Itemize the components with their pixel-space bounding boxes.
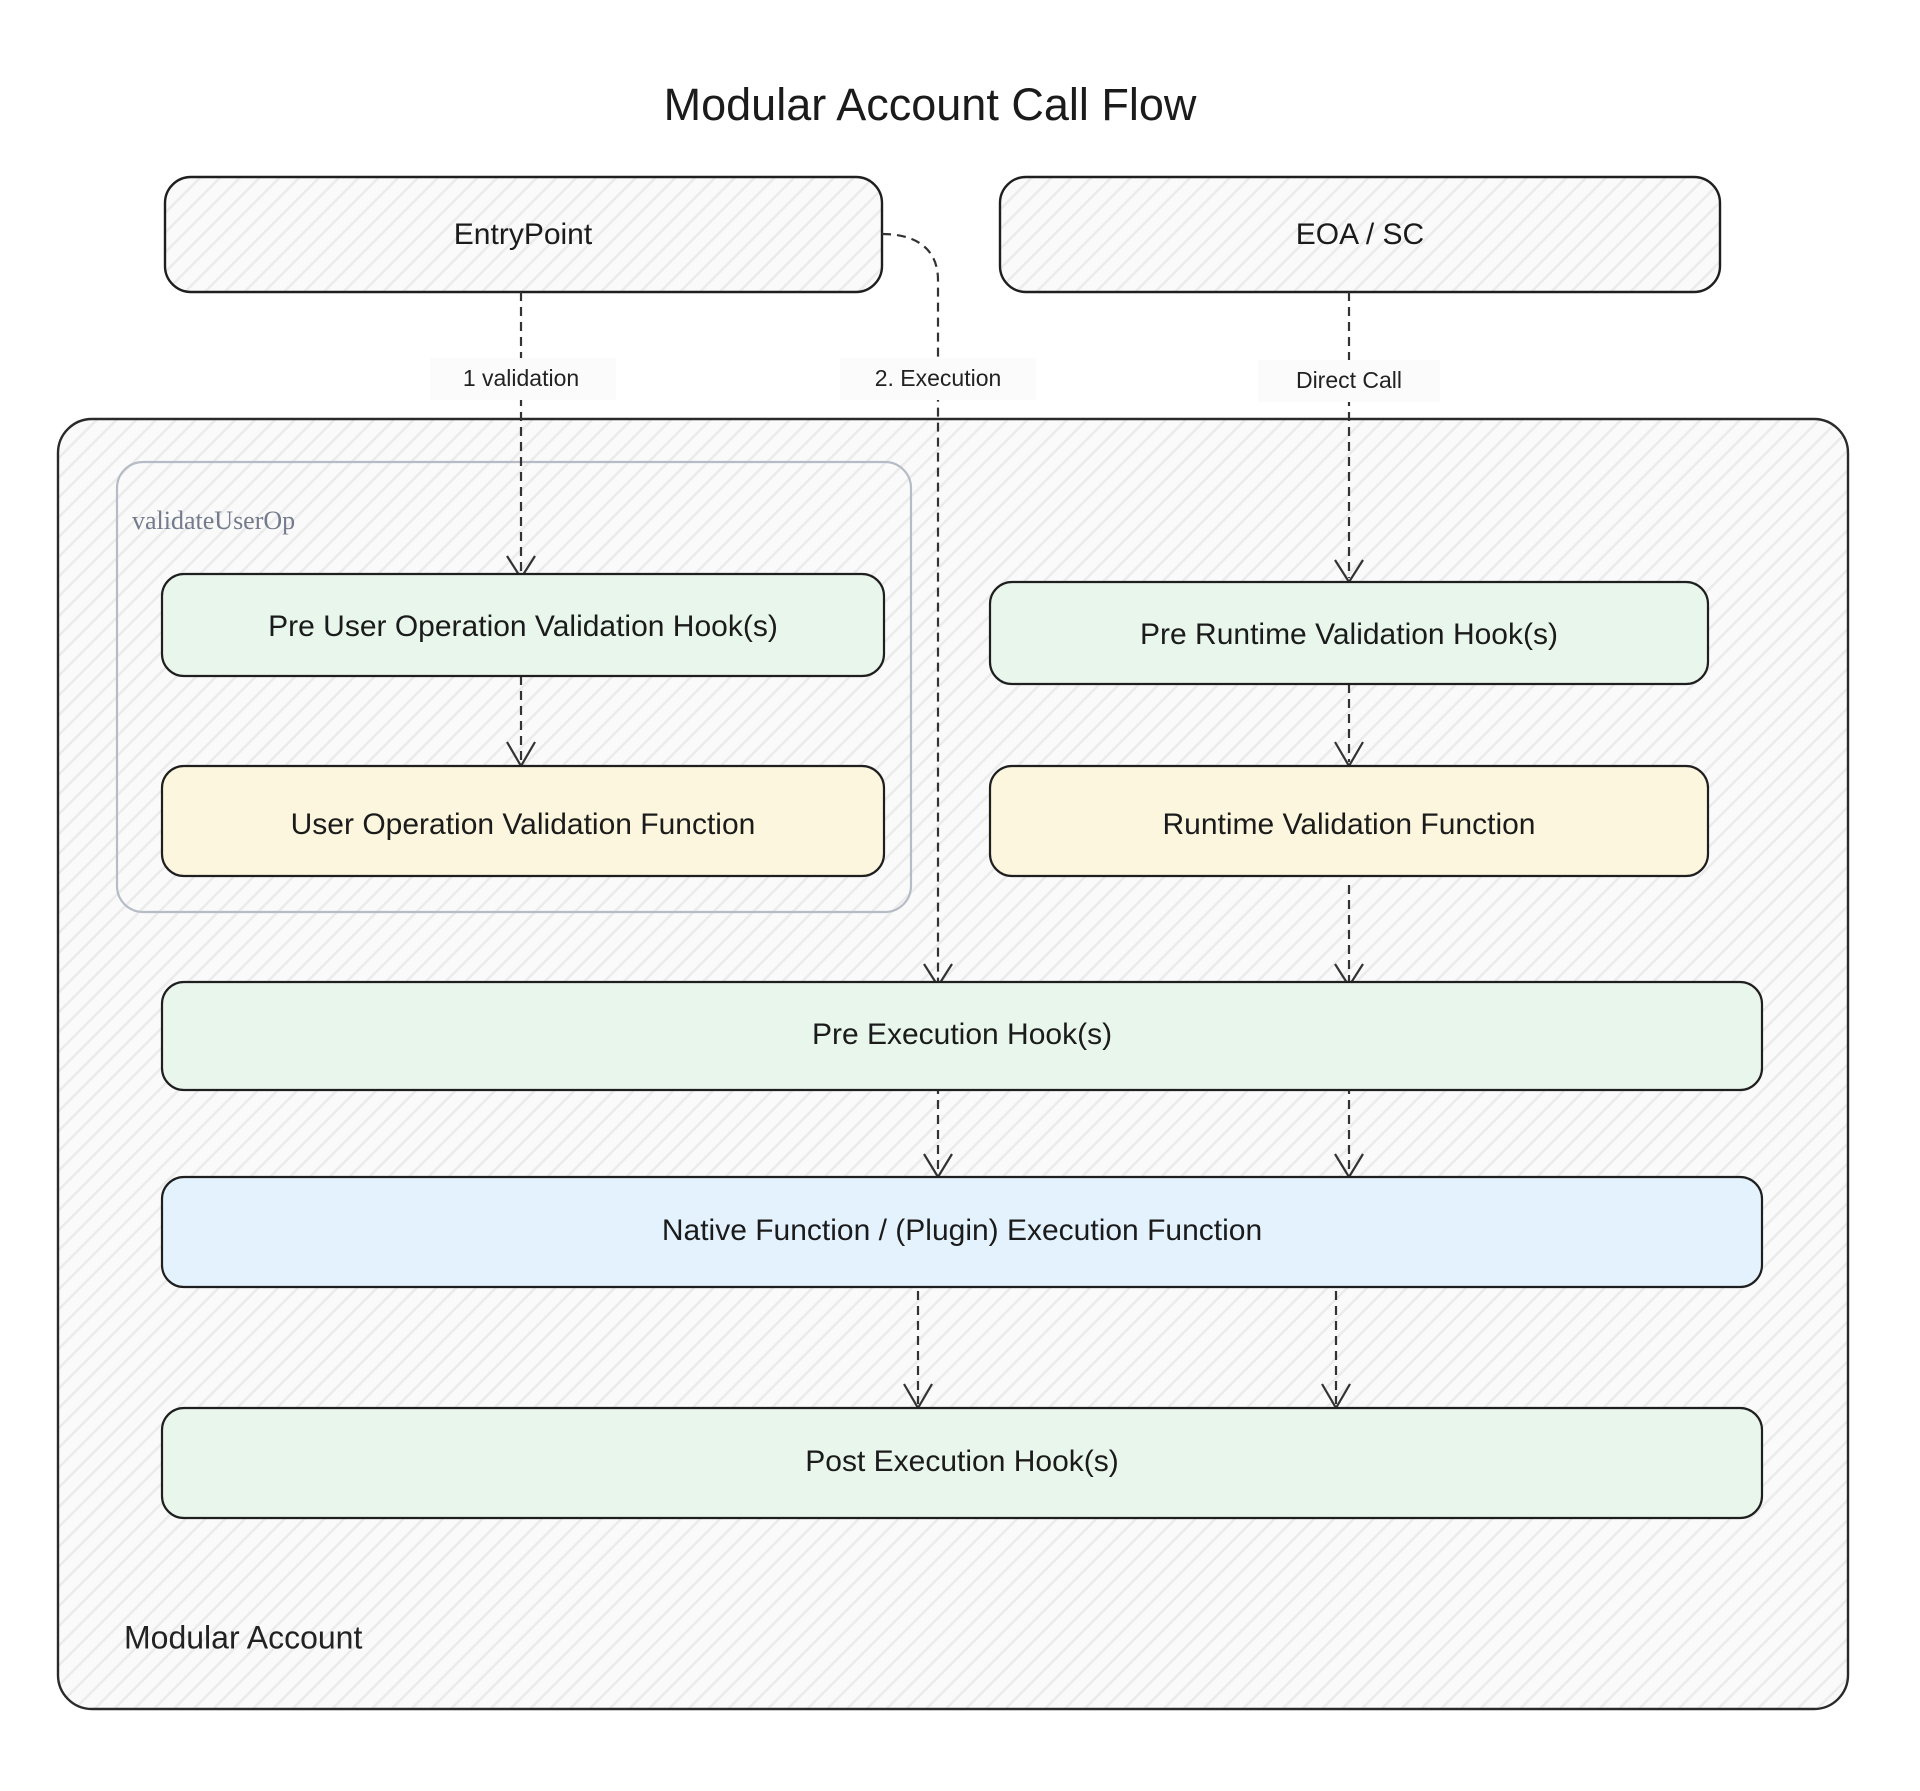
node-user-op-validation-function-label: User Operation Validation Function: [291, 808, 756, 841]
node-pre-runtime-validation-hook[interactable]: Pre Runtime Validation Hook(s): [988, 580, 1710, 686]
diagram-title: Modular Account Call Flow: [664, 79, 1197, 130]
cluster-validate-user-op-label: validateUserOp: [132, 506, 295, 535]
node-runtime-validation-function-label: Runtime Validation Function: [1163, 808, 1536, 841]
edge-validation-label: 1 validation: [463, 365, 579, 391]
node-native-function-label: Native Function / (Plugin) Execution Fun…: [662, 1214, 1262, 1247]
node-native-function[interactable]: Native Function / (Plugin) Execution Fun…: [160, 1175, 1764, 1289]
edge-direct-call-label: Direct Call: [1296, 367, 1402, 393]
node-eoa-sc[interactable]: EOA / SC: [998, 175, 1722, 294]
node-pre-execution-hook-label: Pre Execution Hook(s): [812, 1018, 1112, 1051]
cluster-modular-account-label: Modular Account: [124, 1619, 362, 1655]
node-pre-runtime-validation-hook-label: Pre Runtime Validation Hook(s): [1140, 618, 1558, 651]
edge-direct-call-label-group: Direct Call: [1258, 360, 1440, 402]
node-post-execution-hook[interactable]: Post Execution Hook(s): [160, 1406, 1764, 1520]
node-user-op-validation-function[interactable]: User Operation Validation Function: [160, 764, 886, 878]
node-pre-user-op-validation-hook[interactable]: Pre User Operation Validation Hook(s): [160, 572, 886, 678]
node-post-execution-hook-label: Post Execution Hook(s): [805, 1445, 1118, 1478]
edge-validation-label-group: 1 validation: [430, 358, 616, 400]
node-eoa-sc-label: EOA / SC: [1296, 218, 1424, 251]
edge-execution-label-group: 2. Execution: [840, 358, 1036, 400]
node-entrypoint-label: EntryPoint: [454, 218, 593, 251]
edge-execution-label: 2. Execution: [875, 365, 1002, 391]
node-runtime-validation-function[interactable]: Runtime Validation Function: [988, 764, 1710, 878]
node-pre-user-op-validation-hook-label: Pre User Operation Validation Hook(s): [268, 610, 778, 643]
node-entrypoint[interactable]: EntryPoint: [163, 175, 884, 294]
node-pre-execution-hook[interactable]: Pre Execution Hook(s): [160, 980, 1764, 1092]
